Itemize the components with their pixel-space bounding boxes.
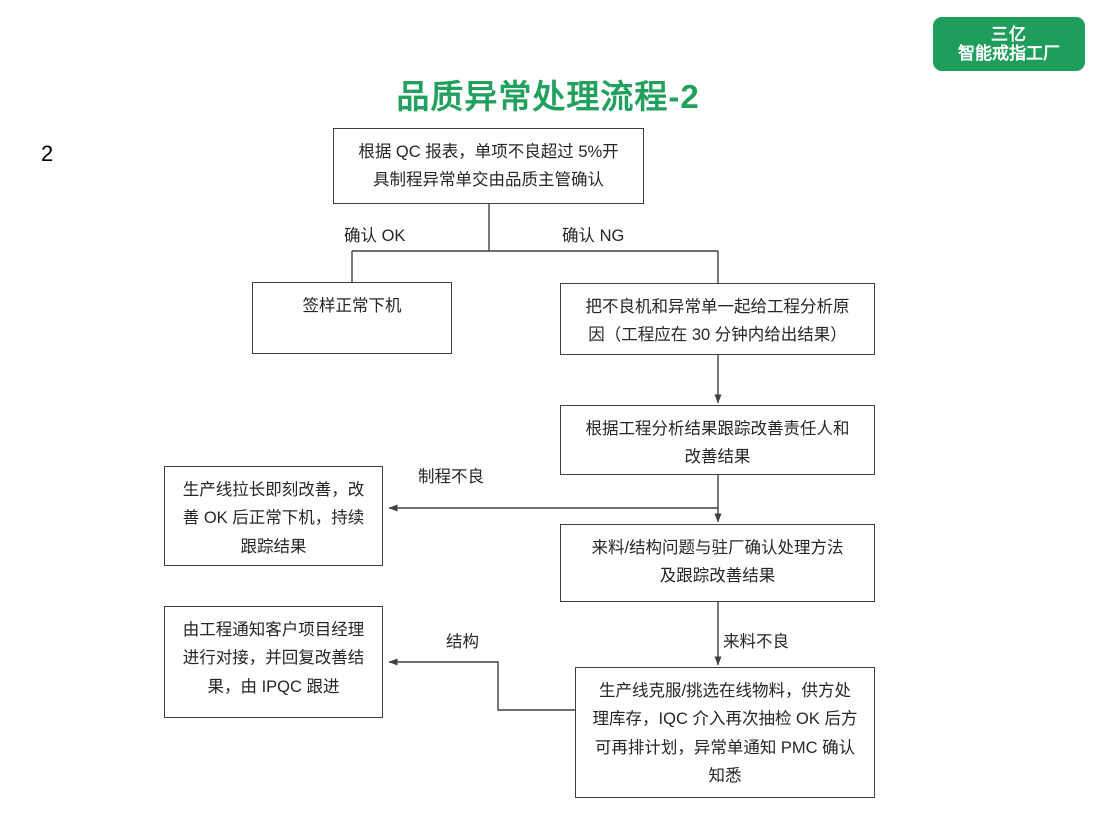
brand-badge-line1: 三亿 [991, 24, 1027, 44]
flow-node-line-leader-fix[interactable]: 生产线拉长即刻改善，改 善 OK 后正常下机，持续 跟踪结果 [164, 466, 383, 566]
brand-badge: 三亿 智能戒指工厂 [933, 17, 1085, 71]
flow-node-sign-off[interactable]: 签样正常下机 [252, 282, 452, 354]
edge-label-confirm-ng: 确认 NG [562, 227, 625, 245]
flow-node-qc-report[interactable]: 根据 QC 报表，单项不良超过 5%开 具制程异常单交由品质主管确认 [333, 128, 644, 204]
edge-supplier-to-notify [388, 658, 575, 711]
page-number: 2 [41, 141, 54, 166]
edge-label-process-defect: 制程不良 [418, 468, 484, 486]
edge-label-incoming-defect: 来料不良 [723, 633, 789, 651]
edge-label-structure: 结构 [446, 633, 479, 651]
flow-node-supplier-handling[interactable]: 生产线克服/挑选在线物料，供方处 理库存，IQC 介入再次抽检 OK 后方 可再… [575, 667, 875, 798]
flow-node-track-improvement[interactable]: 根据工程分析结果跟踪改善责任人和 改善结果 [560, 405, 875, 475]
brand-badge-line2: 智能戒指工厂 [958, 44, 1060, 63]
page-title: 品质异常处理流程-2 [396, 78, 700, 115]
flow-node-engineering-analysis[interactable]: 把不良机和异常单一起给工程分析原 因（工程应在 30 分钟内给出结果） [560, 283, 875, 355]
edge-label-confirm-ok: 确认 OK [344, 227, 406, 245]
flow-node-material-structure[interactable]: 来料/结构问题与驻厂确认处理方法 及跟踪改善结果 [560, 524, 875, 602]
flow-node-notify-customer-pm[interactable]: 由工程通知客户项目经理 进行对接，并回复改善结 果，由 IPQC 跟进 [164, 606, 383, 718]
